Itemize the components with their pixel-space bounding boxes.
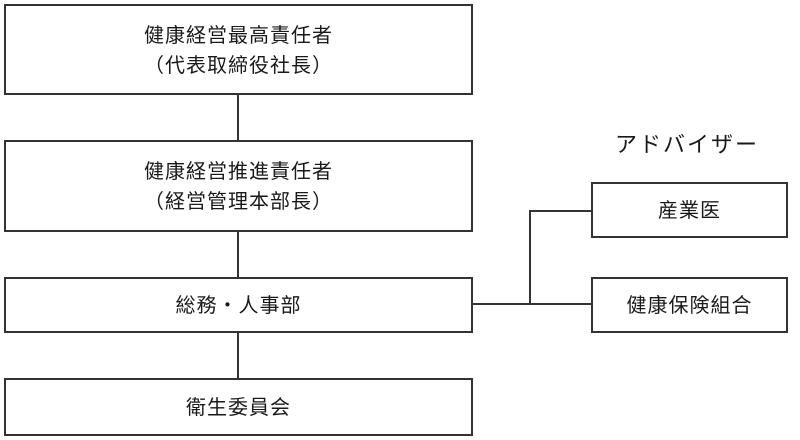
connector-to-doctor xyxy=(529,210,591,212)
promoter-title: 健康経営推進責任者 xyxy=(144,159,333,183)
connector-ceo-promoter xyxy=(237,95,239,140)
adviser-label-insurance: 健康保険組合 xyxy=(626,293,753,317)
hr-box: 総務・人事部 xyxy=(4,277,473,333)
connector-to-insurance xyxy=(529,303,591,305)
connector-hr-advisers xyxy=(473,303,530,305)
connector-hr-committee xyxy=(237,333,239,378)
committee-box: 衛生委員会 xyxy=(4,378,473,436)
advisers-heading: アドバイザー xyxy=(615,133,760,158)
adviser-box-doctor: 産業医 xyxy=(591,182,788,238)
connector-advisers-vertical xyxy=(529,210,531,305)
promoter-box: 健康経営推進責任者 （経営管理本部長） xyxy=(4,140,473,232)
ceo-title: 健康経営最高責任者 xyxy=(144,22,333,47)
adviser-label-doctor: 産業医 xyxy=(658,198,721,222)
ceo-box: 健康経営最高責任者 （代表取締役社長） xyxy=(4,4,473,95)
connector-promoter-hr xyxy=(237,232,239,277)
promoter-subtitle: （経営管理本部長） xyxy=(144,189,333,213)
hr-title: 総務・人事部 xyxy=(175,293,302,317)
adviser-box-insurance: 健康保険組合 xyxy=(591,277,788,333)
ceo-subtitle: （代表取締役社長） xyxy=(144,52,333,77)
committee-title: 衛生委員会 xyxy=(186,395,291,419)
